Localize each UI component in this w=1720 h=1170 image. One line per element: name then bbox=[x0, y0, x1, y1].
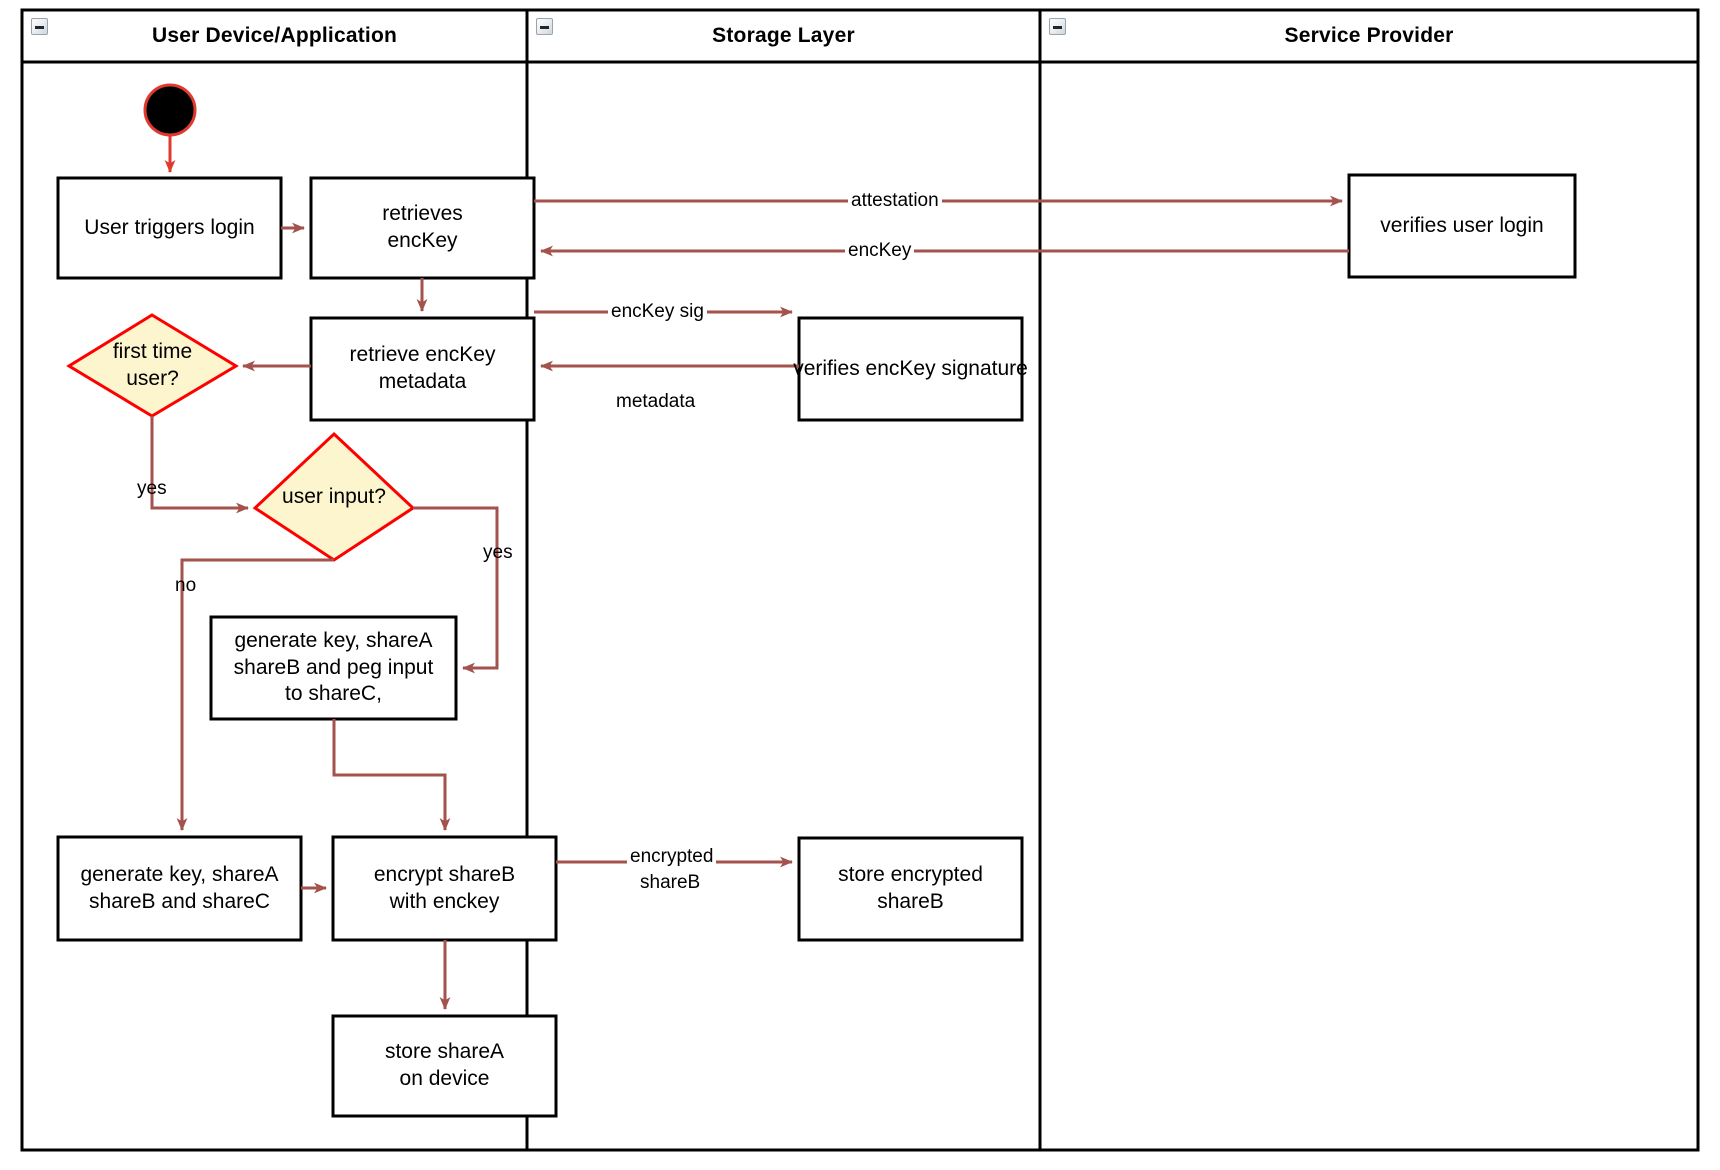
collapse-icon-storage[interactable] bbox=[536, 18, 553, 35]
node-retrieve-enckey-metadata[interactable] bbox=[309, 316, 536, 422]
node-generate-key-shares[interactable] bbox=[56, 835, 303, 942]
edge-first-time-yes bbox=[150, 416, 249, 514]
node-store-sharea[interactable] bbox=[331, 1014, 558, 1118]
edge-generate-peg-to-encrypt bbox=[332, 719, 451, 831]
node-user-triggers-login[interactable] bbox=[56, 176, 283, 280]
edge-user-input-yes bbox=[413, 506, 499, 674]
collapse-icon-service-provider[interactable] bbox=[1049, 18, 1066, 35]
node-retrieves-enckey[interactable] bbox=[309, 176, 536, 280]
node-start[interactable] bbox=[143, 83, 197, 137]
node-verifies-enckey-signature[interactable] bbox=[797, 316, 1024, 422]
node-generate-key-peg[interactable] bbox=[209, 615, 458, 721]
node-verifies-user-login[interactable] bbox=[1347, 173, 1577, 279]
edge-user-input-no bbox=[176, 558, 334, 831]
node-store-encrypted-shareb[interactable] bbox=[797, 836, 1024, 942]
node-encrypt-shareb[interactable] bbox=[331, 835, 558, 942]
collapse-icon-user-device[interactable] bbox=[31, 18, 48, 35]
